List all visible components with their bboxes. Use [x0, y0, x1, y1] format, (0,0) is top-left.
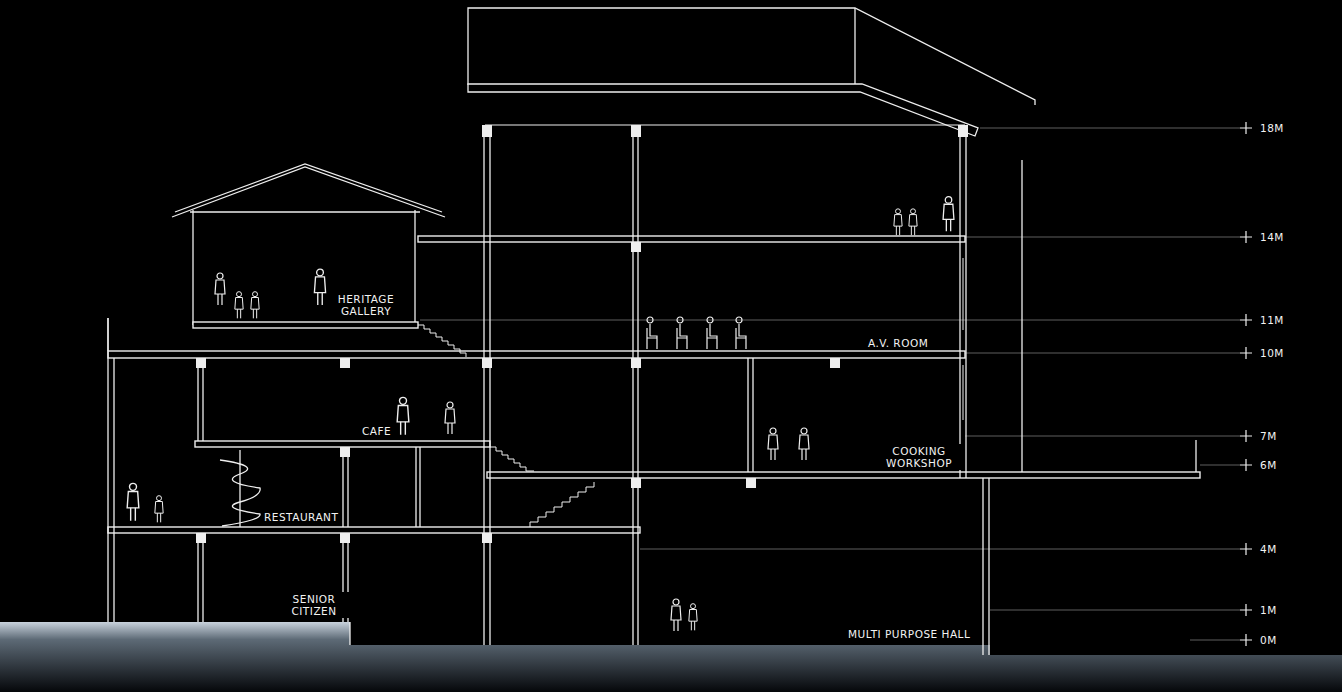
level-label: 14M	[1258, 230, 1286, 244]
level-label: 1M	[1258, 603, 1279, 617]
room-label: CAFE	[360, 424, 393, 438]
level-label: 18M	[1258, 121, 1286, 135]
room-label: RESTAURANT	[262, 510, 340, 524]
level-label: 10M	[1258, 346, 1286, 360]
level-label: 4M	[1258, 542, 1279, 556]
level-label: 7M	[1258, 429, 1279, 443]
room-label: SENIOR CITIZEN	[276, 592, 352, 618]
level-label: 0M	[1258, 633, 1279, 647]
room-label: COOKING WORKSHOP	[874, 444, 964, 470]
level-label: 11M	[1258, 313, 1286, 327]
level-label: 6M	[1258, 458, 1279, 472]
room-label: HERITAGE GALLERY	[328, 292, 404, 318]
room-label: MULTI PURPOSE HALL	[846, 627, 972, 641]
room-label: A.V. ROOM	[866, 336, 930, 350]
